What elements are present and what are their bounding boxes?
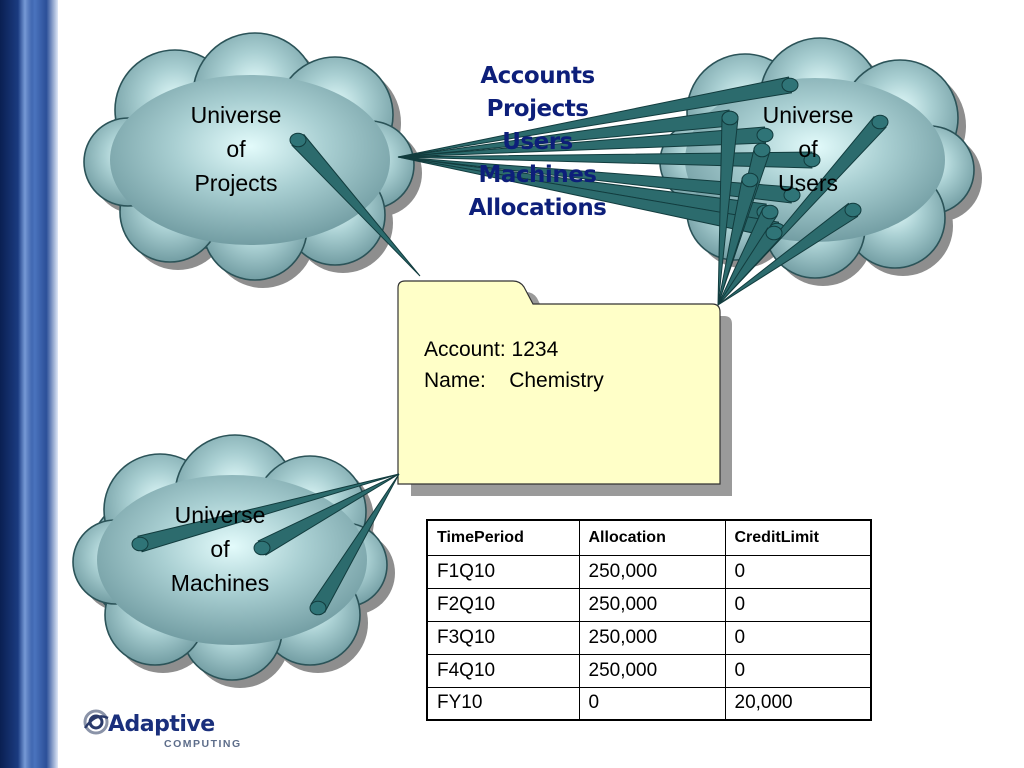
adaptive-swirl-logo-icon <box>83 709 109 735</box>
spoke-projects-to-users-cap <box>803 152 821 168</box>
account-name-line: Name: Chemistry <box>424 369 604 392</box>
spoke-folder-to-users-cap <box>844 202 862 218</box>
cell-allocation: 250,000 <box>578 554 726 589</box>
cell-timeperiod: FY10 <box>426 686 580 721</box>
cell-allocation: 250,000 <box>578 653 726 688</box>
column-header-timeperiod: TimePeriod <box>426 519 580 556</box>
flow-label-accounts: Accounts <box>480 63 595 89</box>
spoke-folder-to-users-cap <box>753 142 771 158</box>
spoke-folder-to-users-cap <box>761 204 779 220</box>
cloud-label-projects: Universe of Projects <box>190 102 282 196</box>
flow-label-machines: Machines <box>478 162 597 188</box>
connector-spokes <box>131 76 889 616</box>
relationship-label-list: Accounts Projects Users Machines Allocat… <box>440 60 635 225</box>
flow-label-projects: Projects <box>486 96 589 122</box>
flow-label-allocations: Allocations <box>468 195 607 221</box>
column-header-allocation: Allocation <box>578 519 726 556</box>
spoke-folder-to-machines-cap <box>253 540 271 556</box>
spoke-folder-to-users-cap <box>765 225 783 241</box>
cloud-universe-projects <box>83 32 422 288</box>
account-details: Account: 1234 Name: Chemistry <box>424 334 704 396</box>
spoke-projects-to-users-cap <box>756 127 774 143</box>
cell-timeperiod: F4Q10 <box>426 653 580 688</box>
cell-allocation: 250,000 <box>578 587 726 622</box>
spoke-projects-to-folder-cap <box>289 132 307 148</box>
sidebar-decoration <box>0 0 58 768</box>
cell-allocation: 250,000 <box>578 620 726 655</box>
account-number-line: Account: 1234 <box>424 338 559 361</box>
allocation-table: TimePeriod Allocation CreditLimit F1Q10 … <box>426 519 872 721</box>
spoke-folder-to-users-cap <box>741 172 759 188</box>
cell-timeperiod: F1Q10 <box>426 554 580 589</box>
spoke-projects-to-users-cap <box>781 77 799 93</box>
cell-creditlimit: 0 <box>724 653 872 688</box>
column-header-creditlimit: CreditLimit <box>724 519 872 556</box>
spoke-projects-to-users-cap <box>783 187 801 203</box>
logo-tagline: COMPUTING <box>164 738 242 750</box>
cell-allocation: 0 <box>578 686 726 721</box>
spoke-folder-to-machines-cap <box>309 600 327 616</box>
table-row: F2Q10 250,000 0 <box>426 587 872 622</box>
cell-creditlimit: 20,000 <box>724 686 872 721</box>
table-row: F4Q10 250,000 0 <box>426 653 872 688</box>
table-row: F1Q10 250,000 0 <box>426 554 872 589</box>
spoke-folder-to-machines-cap <box>131 536 149 552</box>
cell-creditlimit: 0 <box>724 587 872 622</box>
table-row: F3Q10 250,000 0 <box>426 620 872 655</box>
adaptive-computing-logo: Adaptive COMPUTING <box>80 706 255 756</box>
account-folder-card <box>397 280 732 496</box>
cell-timeperiod: F3Q10 <box>426 620 580 655</box>
spoke-folder-to-users-cap <box>871 114 889 130</box>
table-header-row: TimePeriod Allocation CreditLimit <box>426 519 872 556</box>
table-row: FY10 0 20,000 <box>426 686 872 721</box>
cell-timeperiod: F2Q10 <box>426 587 580 622</box>
cloud-label-machines: Universe of Machines <box>170 502 270 596</box>
cell-creditlimit: 0 <box>724 620 872 655</box>
logo-wordmark: Adaptive <box>108 712 215 737</box>
spoke-folder-to-users-cap <box>721 110 739 126</box>
flow-label-users: Users <box>502 129 573 155</box>
cloud-label-users: Universe of Users <box>762 102 854 196</box>
cell-creditlimit: 0 <box>724 554 872 589</box>
